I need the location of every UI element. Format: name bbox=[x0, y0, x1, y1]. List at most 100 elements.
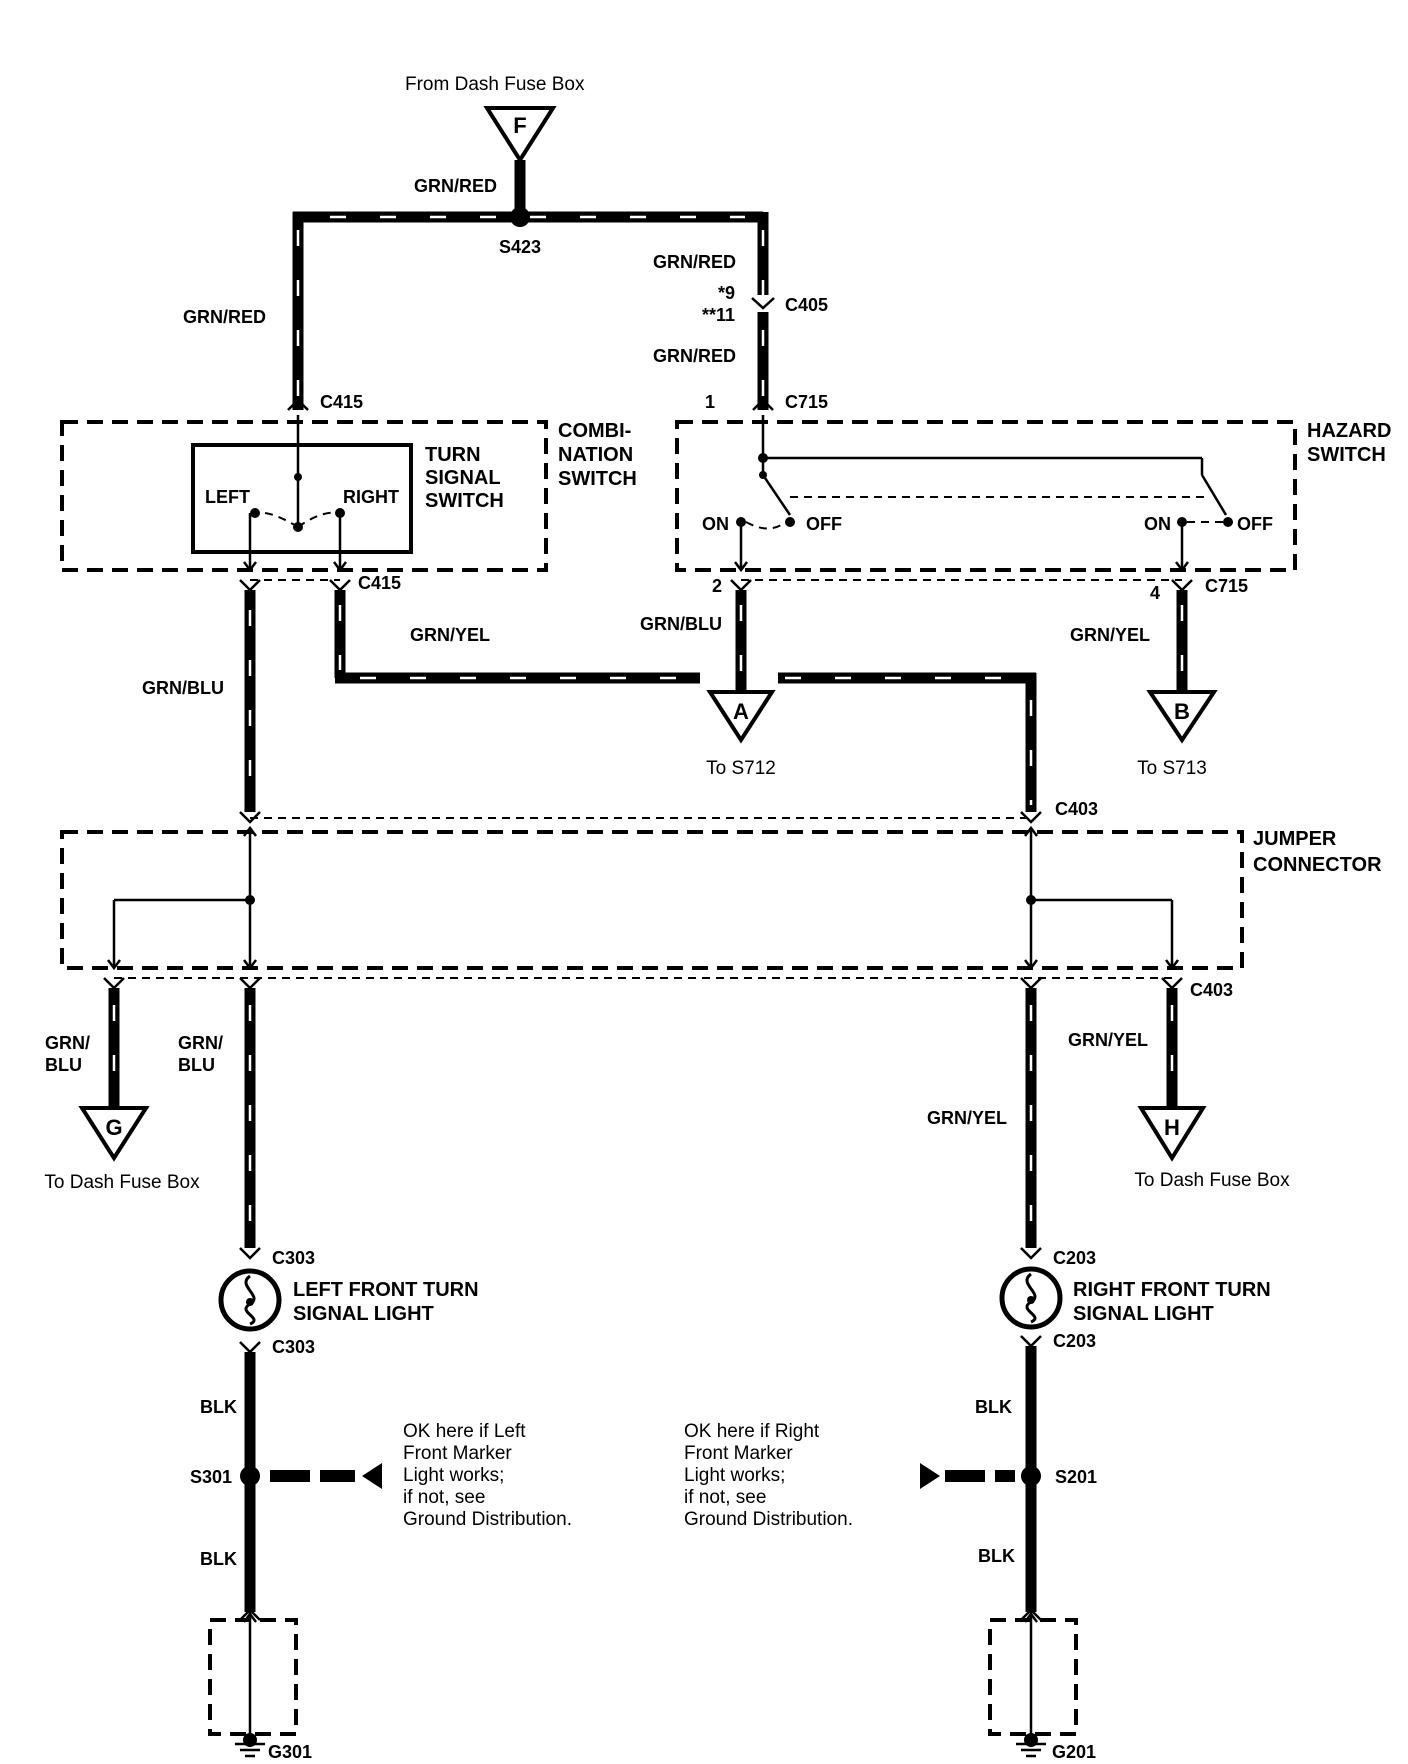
ground-g201-icon bbox=[1016, 1608, 1046, 1758]
splice-s423 bbox=[510, 207, 530, 227]
wire-label-grn-blu-to-a: GRN/BLU bbox=[640, 614, 722, 634]
connector-c403-upper-label: C403 bbox=[1055, 799, 1098, 819]
offpage-connector-a bbox=[706, 690, 776, 744]
connector-c303-top-label: C303 bbox=[272, 1248, 315, 1268]
ground-g301-icon bbox=[235, 1608, 265, 1758]
hazard-switch-internals bbox=[734, 415, 1233, 573]
wire-label-grn-red-c405-lower: GRN/RED bbox=[653, 346, 736, 366]
ground-g301-label: G301 bbox=[268, 1742, 312, 1762]
wire-label-grn-blu-g-2: BLU bbox=[45, 1055, 82, 1075]
connector-c415-lower-right-mark bbox=[329, 579, 351, 592]
left-note-line-5: Ground Distribution. bbox=[403, 1509, 572, 1530]
wire-label-grn-yel-to-b: GRN/YEL bbox=[1070, 625, 1150, 645]
splice-s301-label: S301 bbox=[190, 1467, 232, 1487]
connector-c203-bottom-label: C203 bbox=[1053, 1331, 1096, 1351]
right-note-line-2: Front Marker bbox=[684, 1443, 793, 1464]
wire-grn-yel-crossover bbox=[334, 590, 1037, 812]
ground-g201-label: G201 bbox=[1052, 1742, 1096, 1762]
offpage-g-label: To Dash Fuse Box bbox=[44, 1172, 200, 1193]
offpage-connector-h bbox=[1137, 1106, 1207, 1162]
combination-switch-label-3: SWITCH bbox=[558, 468, 637, 490]
combination-switch-box bbox=[60, 420, 548, 572]
connector-c715-lower-label: C715 bbox=[1205, 576, 1248, 596]
connector-c415-lower-label: C415 bbox=[358, 573, 401, 593]
source-connector-f bbox=[483, 106, 557, 164]
connector-c203-top-mark bbox=[1020, 1247, 1042, 1260]
connector-c403-lower-g-mark bbox=[103, 977, 125, 990]
c405-pin-a: *9 bbox=[718, 283, 735, 303]
left-note-line-2: Front Marker bbox=[403, 1443, 512, 1464]
hazard-off-right: OFF bbox=[1237, 514, 1273, 534]
hazard-switch-label-1: HAZARD bbox=[1307, 420, 1391, 442]
connector-c203-top-label: C203 bbox=[1053, 1248, 1096, 1268]
wire-label-grn-yel-to-h: GRN/YEL bbox=[1068, 1030, 1148, 1050]
connector-c403-lower-left-mark bbox=[239, 977, 261, 990]
connector-c403-upper-right-mark bbox=[1020, 811, 1042, 824]
turn-switch-left-label: LEFT bbox=[205, 487, 250, 507]
offpage-connector-g bbox=[78, 1106, 150, 1162]
wire-label-blk-right-upper: BLK bbox=[975, 1397, 1012, 1417]
right-note-line-4: if not, see bbox=[684, 1487, 766, 1508]
right-front-light-label-1: RIGHT FRONT TURN bbox=[1073, 1279, 1271, 1301]
source-connector-letter: F bbox=[513, 113, 526, 138]
connector-c415-top-label: C415 bbox=[320, 392, 363, 412]
connector-c403-lower-label: C403 bbox=[1190, 980, 1233, 1000]
wire-label-grn-yel-right-light: GRN/YEL bbox=[927, 1108, 1007, 1128]
wire-grn-red-top bbox=[292, 160, 769, 410]
left-note-line-1: OK here if Left bbox=[403, 1421, 526, 1442]
connector-c415-top-mark bbox=[287, 398, 309, 411]
left-front-light-label-2: SIGNAL LIGHT bbox=[293, 1303, 434, 1325]
wire-label-grn-blu-left-light-2: BLU bbox=[178, 1055, 215, 1075]
connector-c203-bottom-mark bbox=[1020, 1335, 1042, 1348]
connector-c715-top-label: C715 bbox=[785, 392, 828, 412]
ground-g301-box bbox=[208, 1618, 298, 1736]
right-marker-ground-indicator bbox=[920, 1463, 1015, 1489]
wire-label-grn-red-source: GRN/RED bbox=[414, 176, 497, 196]
source-label: From Dash Fuse Box bbox=[405, 74, 585, 95]
wire-label-grn-blu-left-light-1: GRN/ bbox=[178, 1033, 223, 1053]
left-note-line-4: if not, see bbox=[403, 1487, 485, 1508]
c715-pin2: 2 bbox=[712, 576, 722, 596]
wire-label-blk-right-lower: BLK bbox=[978, 1546, 1015, 1566]
wire-label-grn-blu-left: GRN/BLU bbox=[142, 678, 224, 698]
right-note-line-1: OK here if Right bbox=[684, 1421, 820, 1442]
right-front-turn-signal-bulb-icon bbox=[999, 1266, 1063, 1330]
connector-c403-upper-left-mark bbox=[239, 811, 261, 824]
c715-pin1: 1 bbox=[705, 392, 715, 412]
connector-c303-bottom-label: C303 bbox=[272, 1337, 315, 1357]
connector-c405-mark bbox=[751, 297, 775, 310]
splice-s201 bbox=[1021, 1466, 1041, 1486]
wire-label-blk-left-lower: BLK bbox=[200, 1549, 237, 1569]
connector-c715-pin2-mark bbox=[730, 579, 752, 592]
combination-switch-label-1: COMBI- bbox=[558, 420, 631, 442]
offpage-b-letter: B bbox=[1174, 699, 1190, 724]
ground-g201-box bbox=[988, 1618, 1078, 1736]
offpage-h-letter: H bbox=[1164, 1115, 1180, 1140]
left-note-line-3: Light works; bbox=[403, 1465, 504, 1486]
turn-signal-switch-label-3: SWITCH bbox=[425, 490, 504, 512]
offpage-a-letter: A bbox=[733, 699, 749, 724]
hazard-switch-box bbox=[675, 420, 1297, 572]
connector-c403-lower-h-mark bbox=[1161, 977, 1183, 990]
offpage-h-label: To Dash Fuse Box bbox=[1134, 1170, 1290, 1191]
wire-label-grn-red-left: GRN/RED bbox=[183, 307, 266, 327]
turn-signal-switch-internals bbox=[243, 415, 347, 573]
connector-c715-top-mark bbox=[752, 398, 774, 411]
c715-pin4: 4 bbox=[1150, 583, 1160, 603]
connector-c405-label: C405 bbox=[785, 295, 828, 315]
connector-c415-lower-left-mark bbox=[239, 579, 261, 592]
turn-signal-switch-box bbox=[191, 443, 413, 554]
offpage-a-label: To S712 bbox=[706, 758, 776, 779]
wire-label-grn-blu-g-1: GRN/ bbox=[45, 1033, 90, 1053]
connector-c303-top-mark bbox=[239, 1247, 261, 1260]
offpage-connector-b bbox=[1146, 690, 1218, 744]
left-marker-ground-indicator bbox=[270, 1463, 382, 1489]
jumper-connector-box bbox=[60, 830, 1244, 970]
turn-signal-switch-label-2: SIGNAL bbox=[425, 467, 501, 489]
left-front-turn-signal-bulb-icon bbox=[218, 1268, 282, 1332]
right-front-light-label-2: SIGNAL LIGHT bbox=[1073, 1303, 1214, 1325]
offpage-b-label: To S713 bbox=[1137, 758, 1207, 779]
splice-s423-label: S423 bbox=[499, 237, 541, 257]
hazard-switch-label-2: SWITCH bbox=[1307, 444, 1386, 466]
